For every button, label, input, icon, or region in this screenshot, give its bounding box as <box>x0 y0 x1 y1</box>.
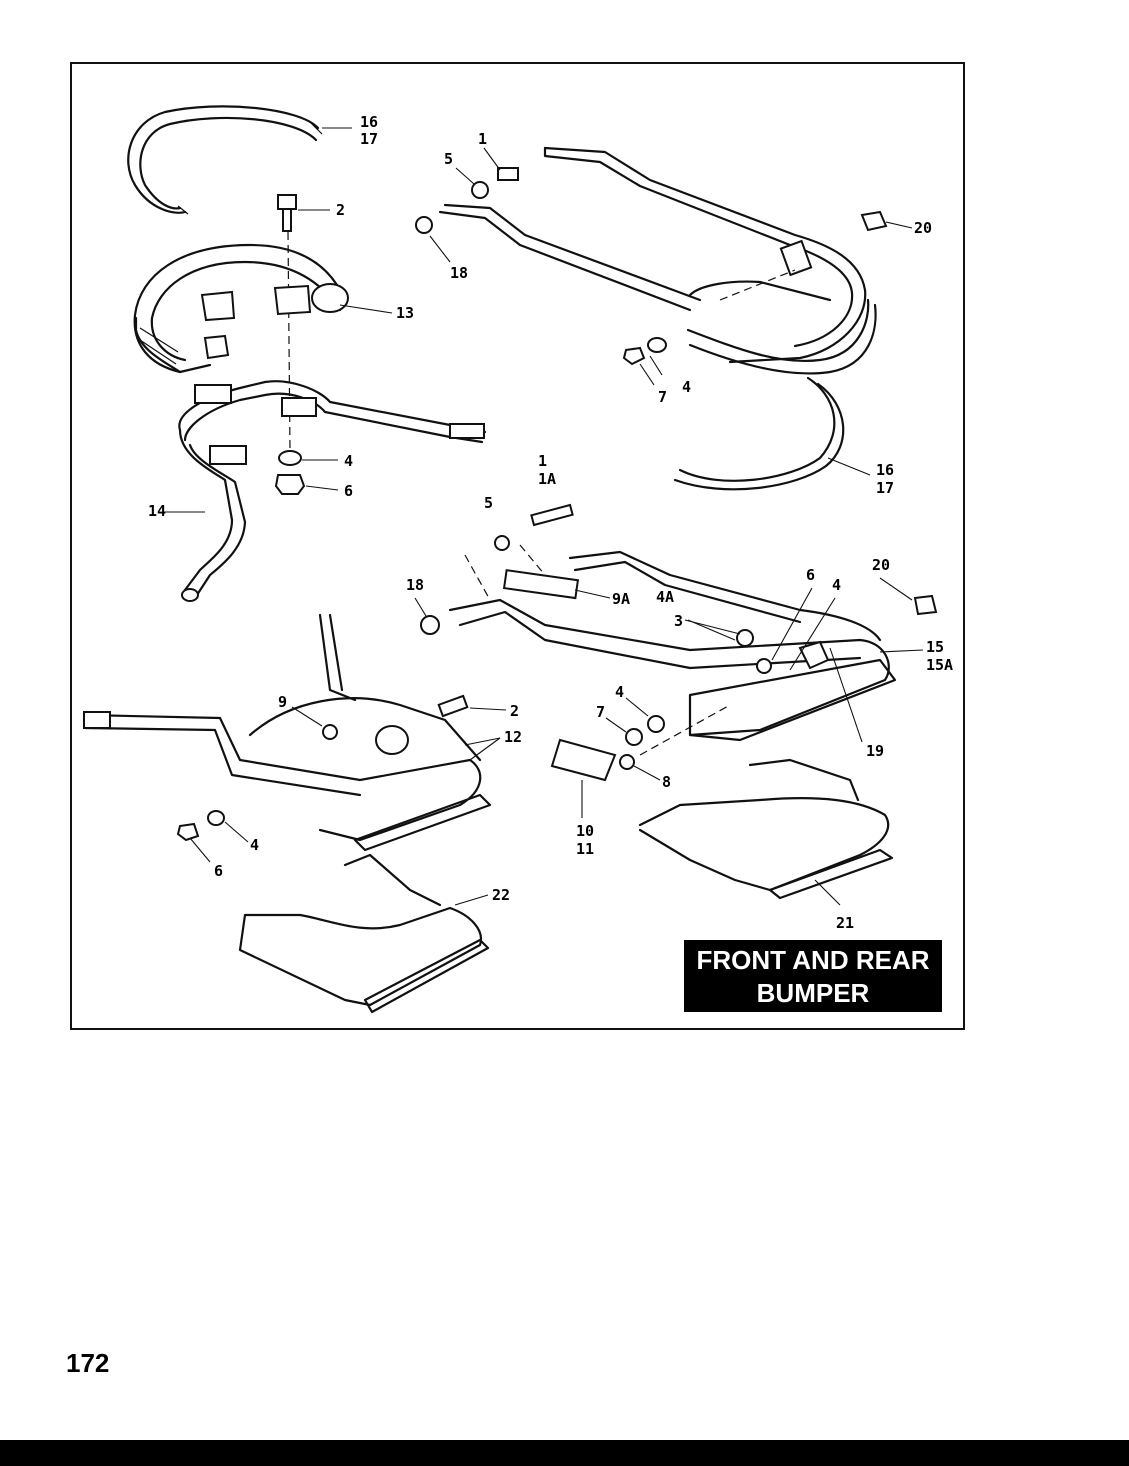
rear-bumper-15 <box>448 550 897 742</box>
bumper-cover-22 <box>238 853 490 1014</box>
callout-7-mid: 7 <box>596 703 605 721</box>
spacer-18-top <box>415 216 433 234</box>
bolt-2-top <box>277 194 297 232</box>
bumper-bracket-14 <box>178 380 487 602</box>
callout-16-top-left: 16 <box>360 113 378 131</box>
nut-6-left <box>274 474 306 495</box>
callout-21: 21 <box>836 914 854 932</box>
rear-bumper-frame-top <box>438 146 877 375</box>
nut-6-mid <box>756 658 772 674</box>
callout-6-mid: 6 <box>806 566 815 584</box>
diagram-title-line-2: BUMPER <box>756 978 870 1008</box>
nut-7-top <box>622 346 646 366</box>
callout-9: 9 <box>278 693 287 711</box>
callout-19: 19 <box>866 742 884 760</box>
washer-4-left <box>278 450 302 466</box>
callout-4-left: 4 <box>344 452 353 470</box>
nut-7-mid <box>625 728 643 746</box>
washer-4-left-lower <box>207 810 225 826</box>
callout-4-top: 4 <box>682 378 691 396</box>
callout-15: 15 <box>926 638 944 656</box>
front-bumper-12 <box>83 613 492 852</box>
bumper-guard-right <box>673 376 845 491</box>
callout-6-lower-left: 6 <box>214 862 223 880</box>
nut-9 <box>322 724 338 740</box>
callout-2-top: 2 <box>336 201 345 219</box>
callout-12: 12 <box>504 728 522 746</box>
callout-14: 14 <box>148 502 166 520</box>
callout-5-mid: 5 <box>484 494 493 512</box>
screw-20-top <box>860 210 888 232</box>
bumper-cover-21 <box>638 758 894 900</box>
page-number: 172 <box>66 1348 110 1378</box>
callout-4-lower-left: 4 <box>250 836 259 854</box>
diagram-title-line-1: FRONT AND REAR <box>696 945 930 975</box>
bumper-guard-top-left <box>127 105 323 215</box>
nut-8 <box>619 754 635 770</box>
callout-7-top: 7 <box>658 388 667 406</box>
callout-18-mid: 18 <box>406 576 424 594</box>
washer-4a <box>736 629 754 647</box>
callout-3: 3 <box>674 612 683 630</box>
front-bumper-13 <box>133 243 349 374</box>
reflector-10 <box>550 738 617 782</box>
callout-18-top: 18 <box>450 264 468 282</box>
callout-10: 10 <box>576 822 594 840</box>
callout-20-top: 20 <box>914 219 932 237</box>
washer-4-top <box>647 337 667 353</box>
callout-9a: 9A <box>612 590 630 608</box>
callout-4-mid-right: 4 <box>832 576 841 594</box>
callout-5-top: 5 <box>444 150 453 168</box>
bottom-scan-bar <box>0 1440 1129 1466</box>
bolt-1-top <box>497 167 519 181</box>
callout-16-right: 16 <box>876 461 894 479</box>
callout-1-mid: 1 <box>538 452 547 470</box>
washer-4-mid <box>647 715 665 733</box>
callout-13: 13 <box>396 304 414 322</box>
diagram-frame <box>70 62 965 1030</box>
callout-15a: 15A <box>926 656 953 674</box>
callout-6-left: 6 <box>344 482 353 500</box>
callout-17-right: 17 <box>876 479 894 497</box>
callout-17-top-left: 17 <box>360 130 378 148</box>
screw-20-mid <box>913 594 938 616</box>
callout-4-lower-mid: 4 <box>615 683 624 701</box>
callout-8: 8 <box>662 773 671 791</box>
lockwasher-5-mid <box>494 535 510 551</box>
callout-4a: 4A <box>656 588 674 606</box>
bolt-2-front <box>437 694 469 718</box>
callout-20-mid: 20 <box>872 556 890 574</box>
callout-1a: 1A <box>538 470 556 488</box>
spacer-18-mid <box>420 615 440 635</box>
diagram-title: FRONT AND REAR BUMPER <box>684 940 942 1012</box>
callout-22: 22 <box>492 886 510 904</box>
callout-11: 11 <box>576 840 594 858</box>
nut-6-left-lower <box>176 822 200 842</box>
bolt-1-mid <box>530 503 574 527</box>
callout-1-top: 1 <box>478 130 487 148</box>
lockwasher-5-top <box>471 181 489 199</box>
callout-2-front: 2 <box>510 702 519 720</box>
